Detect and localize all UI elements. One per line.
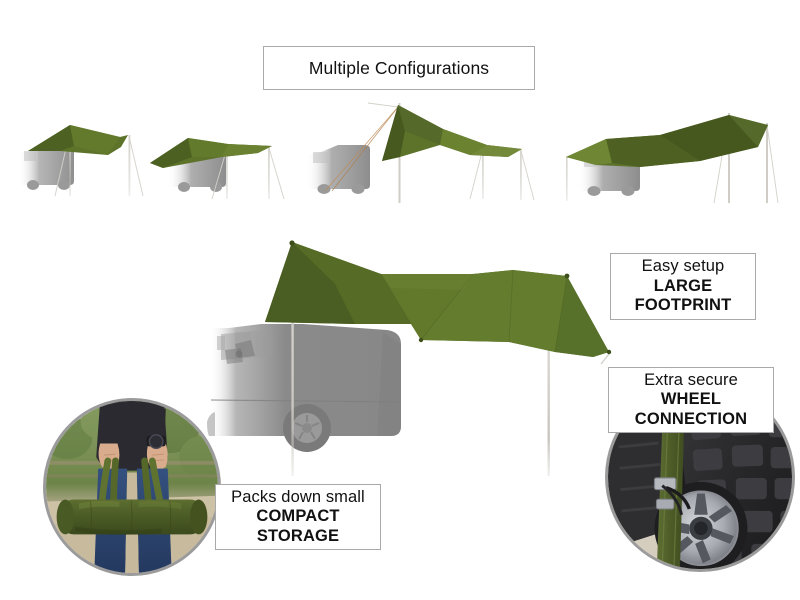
configurations-illustration-row [0, 95, 800, 210]
callout-configurations-line1: Multiple Configurations [308, 57, 490, 78]
callout-storage-line1: Packs down small [231, 487, 365, 506]
config-thumb-1 [18, 125, 144, 197]
config-thumb-3 [306, 102, 535, 203]
callout-storage-line2: COMPACT STORAGE [256, 507, 340, 545]
callout-footprint-line1: Easy setup [641, 257, 725, 276]
green-tarp [265, 240, 612, 357]
callout-compact-storage: Packs down small COMPACT STORAGE [215, 484, 381, 550]
callout-wheel-line1: Extra secure [644, 370, 738, 389]
callout-wheel-line2: WHEEL CONNECTION [634, 390, 748, 428]
config-thumb-2 [150, 138, 285, 200]
van-silhouette [207, 324, 401, 452]
main-van-tarp-illustration [195, 232, 615, 482]
callout-multiple-configurations: Multiple Configurations [263, 46, 535, 90]
callout-wheel-connection: Extra secure WHEEL CONNECTION [608, 367, 774, 433]
config-thumb-4 [566, 113, 779, 204]
callout-large-footprint: Easy setup LARGE FOOTPRINT [610, 253, 756, 320]
callout-footprint-line2: LARGE FOOTPRINT [634, 276, 732, 315]
tarp-poles [291, 244, 610, 476]
packed-bag-photo [43, 398, 221, 576]
